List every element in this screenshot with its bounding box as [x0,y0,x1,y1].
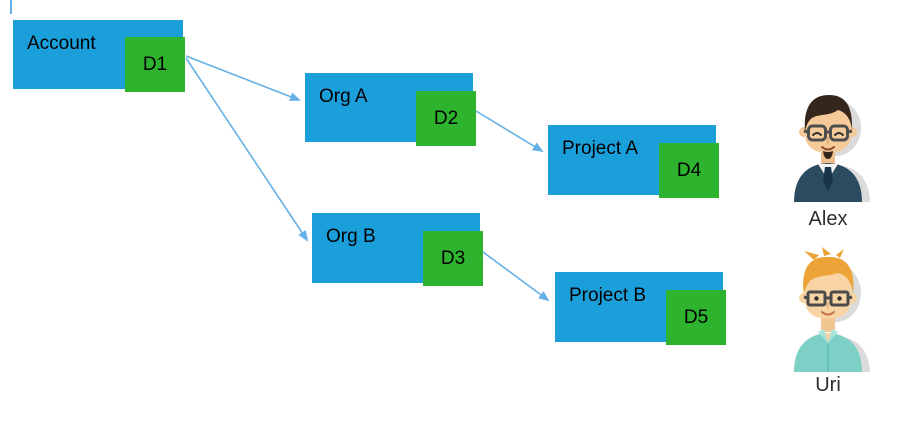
node-org-a-badge[interactable]: D2 [416,91,476,146]
badge-label: D2 [433,107,459,129]
node-project-b-label: Project B [569,285,647,306]
node-account-badge[interactable]: D1 [125,37,185,92]
node-project-a-badge[interactable]: D4 [659,143,719,198]
node-org-a[interactable]: Org A D2 [305,73,476,146]
connector-d3-to-project-b [482,251,550,302]
man-dark-hair-glasses-avatar-icon [794,95,870,204]
node-org-a-label: Org A [319,86,368,107]
node-project-b-badge[interactable]: D5 [666,290,726,345]
connector-d1-to-org-a [185,55,301,101]
user-uri-name: Uri [815,374,841,396]
node-account-label: Account [27,33,96,54]
avatar-uri [778,246,878,375]
node-project-a[interactable]: Project A D4 [548,125,719,198]
node-project-b[interactable]: Project B D5 [555,272,726,345]
badge-label: D4 [676,159,702,181]
node-org-b-badge[interactable]: D3 [423,231,483,286]
badge-label: D5 [683,306,709,328]
connector-d1-to-org-b [185,57,309,242]
node-org-b-label: Org B [326,226,376,247]
stray-line-artifact [10,0,12,14]
node-org-b[interactable]: Org B D3 [312,213,483,286]
badge-label: D3 [440,247,466,269]
user-alex-name: Alex [808,208,848,230]
node-project-a-label: Project A [562,138,639,159]
badge-label: D1 [142,53,168,75]
connector-d2-to-project-a [475,110,544,153]
avatar-alex [778,90,878,204]
node-account[interactable]: Account D1 [13,20,185,92]
man-blond-hair-glasses-avatar-icon [794,247,870,375]
